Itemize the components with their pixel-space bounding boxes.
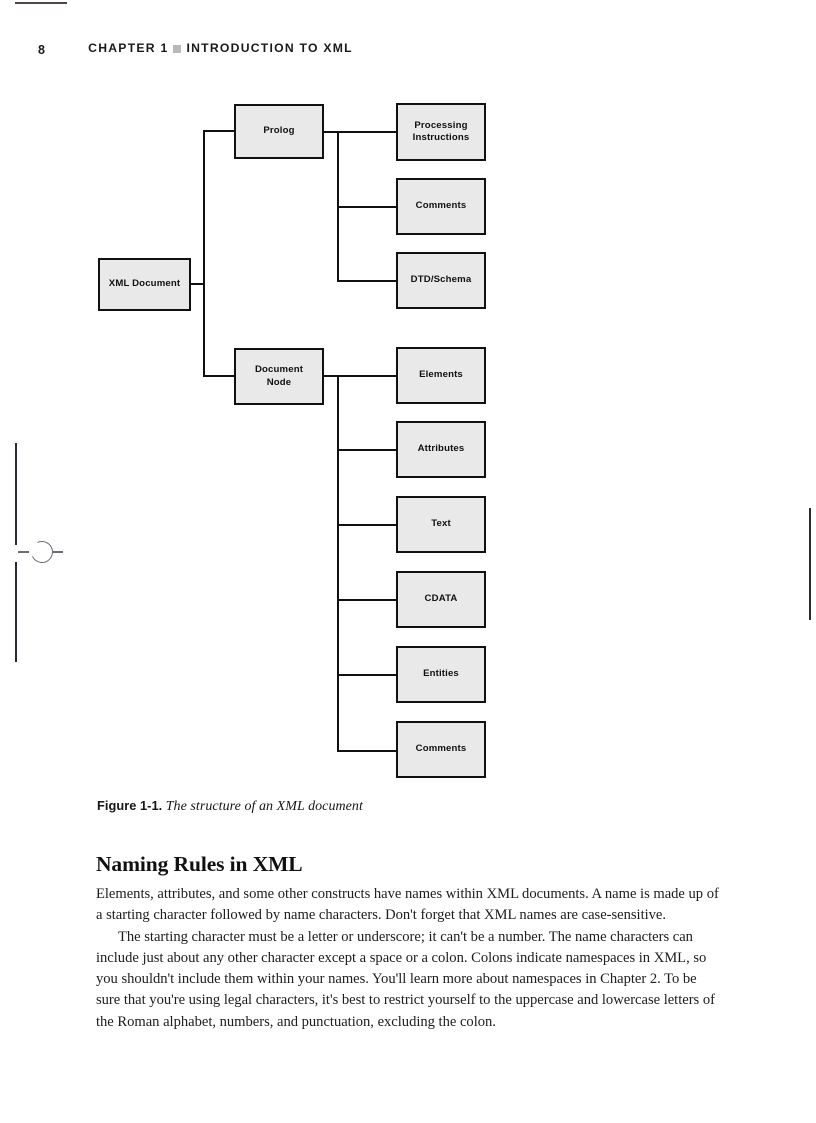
node-attributes: Attributes [396,421,486,478]
node-label: Document Node [255,364,303,389]
trim-line-left-lower [15,562,17,662]
node-label: Text [431,518,451,530]
node-label: Elements [419,369,463,381]
node-label: Prolog [263,125,295,137]
running-head: 8 CHAPTER 1 INTRODUCTION TO XML [38,41,738,61]
figure-caption-text: The structure of an XML document [165,799,363,814]
connector-to-attributes [337,449,397,452]
node-label: CDATA [424,593,458,605]
node-label: XML Document [108,278,181,290]
chapter-label-title: INTRODUCTION TO XML [186,41,353,55]
node-label-line1: Processing [414,119,468,131]
registration-mark-icon [18,537,64,568]
node-dtd-schema: DTD/Schema [396,252,486,309]
node-document-node: Document Node [234,348,324,405]
connector-to-entities [337,674,397,677]
node-text: Text [396,496,486,553]
square-bullet-icon [173,45,182,53]
connector-prolog-out [324,131,339,134]
node-xml-document: XML Document [98,258,191,311]
node-doc-comments: Comments [396,721,486,778]
node-label: Attributes [417,443,465,455]
trim-rule-top-left [15,2,67,4]
node-entities: Entities [396,646,486,703]
connector-main-spine [203,130,206,377]
node-elements: Elements [396,347,486,404]
node-prolog-comments: Comments [396,178,486,235]
registration-tick-right [52,551,63,553]
connector-to-text [337,524,397,527]
figure-1-1-diagram: XML Document Prolog Document Node Proces… [98,103,486,778]
figure-caption-label: Figure 1-1. [97,798,163,813]
figure-caption: Figure 1-1. The structure of an XML docu… [97,798,363,815]
node-label: Entities [423,668,459,680]
node-label-line2: Node [266,376,292,388]
body-text: Elements, attributes, and some other con… [96,884,720,1033]
connector-document-node-spine [337,375,340,752]
connector-to-doc-comments [337,750,397,753]
trim-line-left-upper [15,443,17,545]
node-label-line1: Document [254,364,304,375]
connector-spine-to-prolog [203,130,236,133]
section-heading: Naming Rules in XML [96,852,303,876]
connector-root-to-spine [191,283,205,286]
node-label: Processing Instructions [413,120,470,145]
connector-spine-to-document-node [203,375,236,378]
node-label: DTD/Schema [410,274,472,286]
node-cdata: CDATA [396,571,486,628]
connector-to-prolog-comments [337,206,397,209]
node-processing-instructions: Processing Instructions [396,103,486,161]
connector-document-node-out [324,375,339,378]
trim-line-right [809,508,811,620]
connector-to-cdata [337,599,397,602]
page-number: 8 [38,43,46,57]
registration-tick-left [18,551,29,553]
node-label-line2: Instructions [412,132,470,143]
connector-to-elements [337,375,397,378]
node-label: Comments [415,200,467,212]
paragraph-1: Elements, attributes, and some other con… [96,886,719,924]
node-label: Comments [415,743,467,755]
node-prolog: Prolog [234,104,324,159]
paragraph-2: The starting character must be a letter … [96,928,715,1030]
connector-to-processing-instructions [337,131,397,134]
connector-to-dtd-schema [337,280,397,283]
chapter-label-prefix: CHAPTER 1 [88,41,169,55]
